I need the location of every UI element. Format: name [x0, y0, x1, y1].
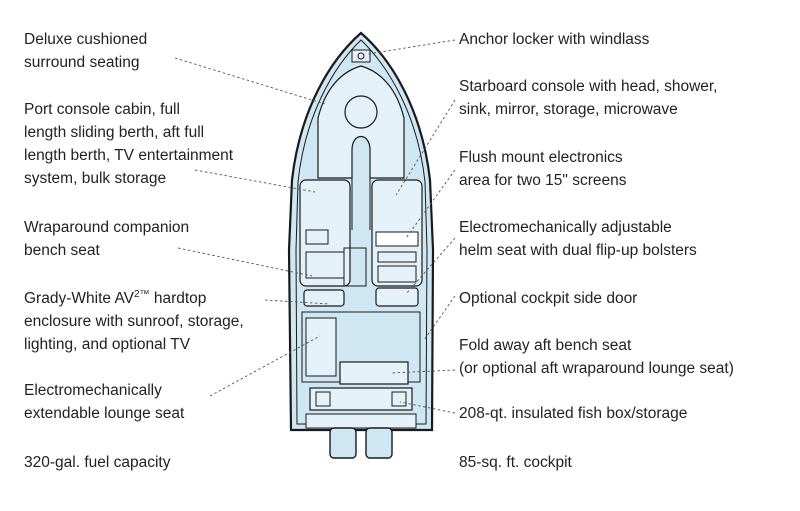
label-line: sink, mirror, storage, microwave: [459, 101, 678, 118]
label-fuel-capacity: 320-gal. fuel capacity: [24, 451, 170, 474]
label-fish-box: 208-qt. insulated fish box/storage: [459, 402, 687, 425]
leader-line: [405, 237, 456, 295]
label-lounge-seat: Electromechanically extendable lounge se…: [24, 379, 184, 425]
port-console: [299, 179, 351, 287]
label-line: extendable lounge seat: [24, 405, 185, 422]
helm-seat: [375, 287, 419, 307]
label-line: helm seat with dual flip-up bolsters: [459, 242, 697, 259]
label-port-console: Port console cabin, full length sliding …: [24, 98, 233, 190]
leader-line: [174, 57, 326, 105]
label-electronics: Flush mount electronics area for two 15"…: [459, 146, 626, 192]
label-line: 208-qt. insulated fish box/storage: [459, 405, 688, 422]
label-line: Electromechanically adjustable: [459, 219, 672, 236]
label-line: lighting, and optional TV: [24, 336, 191, 353]
companion-bench: [303, 289, 345, 307]
label-line: Deluxe cushioned: [24, 31, 148, 48]
label-line: Starboard console with head, shower,: [459, 78, 718, 95]
anchor-locker: [351, 49, 371, 63]
label-line: Fold away aft bench seat: [459, 337, 632, 354]
label-line: Flush mount electronics: [459, 149, 623, 166]
label-anchor-locker: Anchor locker with windlass: [459, 28, 649, 51]
label-line: (or optional aft wraparound lounge seat): [459, 360, 734, 377]
leader-line: [367, 39, 456, 55]
lounge-seat: [305, 317, 337, 377]
label-line: enclosure with sunroof, storage,: [24, 313, 244, 330]
label-line: 85-sq. ft. cockpit: [459, 454, 572, 471]
leader-line: [423, 295, 456, 341]
label-line: surround seating: [24, 54, 140, 71]
label-line: length berth, TV entertainment: [24, 147, 234, 164]
leader-line: [395, 99, 456, 196]
label-line: Grady-White AV2™ hardtop: [24, 288, 207, 307]
label-hardtop: Grady-White AV2™ hardtop enclosure with …: [24, 287, 244, 356]
label-line: Wraparound companion: [24, 219, 190, 236]
leader-line: [399, 401, 456, 414]
label-line: area for two 15" screens: [459, 172, 627, 189]
label-aft-bench: Fold away aft bench seat (or optional af…: [459, 334, 734, 380]
label-line: Port console cabin, full: [24, 101, 180, 118]
bow-seating: [317, 65, 405, 179]
label-side-door: Optional cockpit side door: [459, 287, 637, 310]
label-line: 320-gal. fuel capacity: [24, 454, 171, 471]
label-line: Optional cockpit side door: [459, 290, 638, 307]
engine-port: [329, 427, 357, 459]
engine-starboard: [365, 427, 393, 459]
fish-box: [309, 387, 413, 411]
label-line: length sliding berth, aft full: [24, 124, 205, 141]
label-helm-seat: Electromechanically adjustable helm seat…: [459, 216, 697, 262]
leader-line: [209, 335, 321, 397]
label-starboard-console: Starboard console with head, shower, sin…: [459, 75, 718, 121]
leader-line: [194, 169, 316, 193]
label-companion-bench: Wraparound companion bench seat: [24, 216, 189, 262]
electronics-area: [375, 231, 419, 247]
aft-bench-seat: [339, 361, 409, 385]
leader-line: [389, 369, 456, 374]
label-cockpit: 85-sq. ft. cockpit: [459, 451, 572, 474]
leader-line: [264, 299, 331, 305]
label-line: Anchor locker with windlass: [459, 31, 650, 48]
label-line: system, bulk storage: [24, 170, 167, 187]
label-line: bench seat: [24, 242, 100, 259]
label-line: Electromechanically: [24, 382, 162, 399]
label-deluxe-seating: Deluxe cushioned surround seating: [24, 28, 147, 74]
leader-line: [405, 169, 456, 239]
